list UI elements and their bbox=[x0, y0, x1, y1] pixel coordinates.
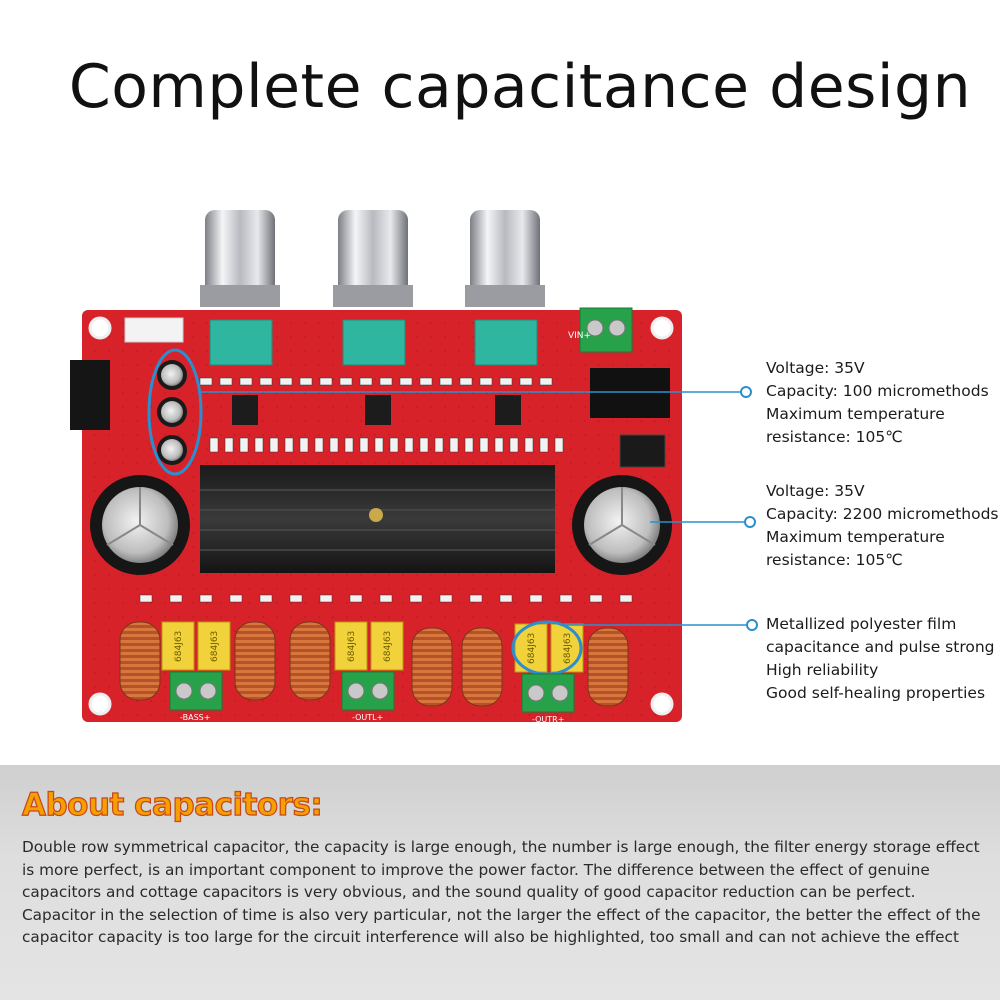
film-cap-label: 684J63 bbox=[174, 631, 184, 662]
callout-line: Maximum temperature bbox=[766, 528, 945, 546]
about-body: Double row symmetrical capacitor, the ca… bbox=[22, 838, 981, 947]
callout-line: Capacity: 100 micromethods bbox=[766, 382, 989, 400]
bass-label: -BASS+ bbox=[180, 713, 210, 722]
amplifier-board-image: VIN+ bbox=[60, 190, 700, 750]
film-cap-label: 684J63 bbox=[210, 631, 220, 662]
callout-line: Metallized polyester film bbox=[766, 615, 957, 633]
large-electrolytic-caps bbox=[90, 475, 672, 575]
vin-label: VIN+ bbox=[568, 331, 591, 341]
film-capacitors bbox=[161, 621, 584, 673]
outr-label: -OUTR+ bbox=[532, 715, 564, 724]
about-section: About capacitors: Double row symmetrical… bbox=[0, 765, 1000, 1000]
callout-line: resistance: 105℃ bbox=[766, 428, 903, 446]
callout-line: Maximum temperature bbox=[766, 405, 945, 423]
film-cap-label: 684J63 bbox=[347, 631, 357, 662]
callout-large-capacitor: Voltage: 35V Capacity: 2200 micromethods… bbox=[766, 480, 999, 572]
outl-label: -OUTL+ bbox=[352, 713, 383, 722]
output-terminals bbox=[169, 671, 575, 713]
callout-film-capacitor: Metallized polyester film capacitance an… bbox=[766, 613, 995, 705]
small-electrolytic-caps bbox=[157, 360, 187, 465]
callout-line: capacitance and pulse strong bbox=[766, 638, 995, 656]
callout-line: Capacity: 2200 micromethods bbox=[766, 505, 999, 523]
film-cap-label: 684J63 bbox=[563, 633, 573, 664]
page-title: Complete capacitance design bbox=[68, 52, 972, 122]
callout-line: High reliability bbox=[766, 661, 879, 679]
film-cap-label: 684J63 bbox=[527, 633, 537, 664]
film-cap-label: 684J63 bbox=[383, 631, 393, 662]
callout-line: Voltage: 35V bbox=[766, 482, 865, 500]
callout-line: Voltage: 35V bbox=[766, 359, 865, 377]
callout-small-capacitor: Voltage: 35V Capacity: 100 micromethods … bbox=[766, 357, 989, 449]
rca-jacks bbox=[200, 210, 545, 307]
inductors bbox=[119, 621, 629, 707]
callout-line: Good self-healing properties bbox=[766, 684, 986, 702]
callout-line: resistance: 105℃ bbox=[766, 551, 903, 569]
about-title: About capacitors: bbox=[21, 786, 323, 823]
